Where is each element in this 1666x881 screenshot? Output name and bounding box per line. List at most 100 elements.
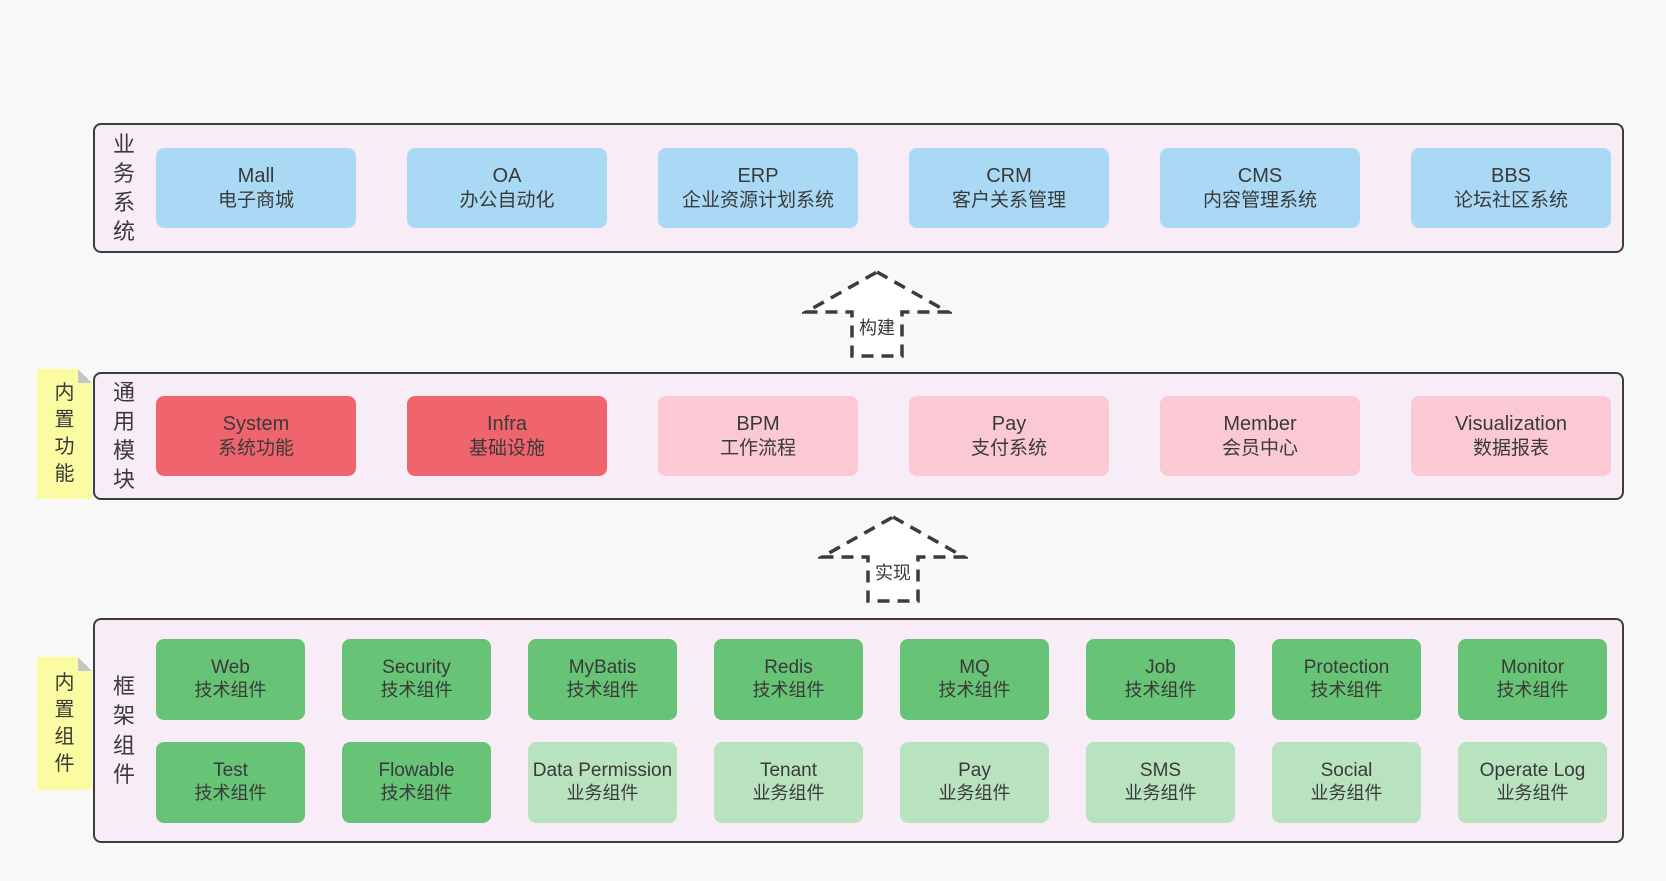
box-security: Security 技术组件 <box>342 639 491 720</box>
box-subtitle: 工作流程 <box>719 437 796 459</box>
box-title: Redis <box>764 656 813 678</box>
box-subtitle: 业务组件 <box>1496 782 1569 803</box>
box-title: CMS <box>1237 164 1283 187</box>
box-subtitle: 论坛社区系统 <box>1453 189 1568 211</box>
box-crm: CRM 客户关系管理 <box>909 148 1109 228</box>
box-job: Job 技术组件 <box>1086 639 1235 720</box>
band-common-modules: 通用模块 System 系统功能 Infra 基础设施 BPM 工作流程 Pay… <box>93 372 1624 500</box>
business-systems-boxes: Mall 电子商城 OA 办公自动化 ERP 企业资源计划系统 CRM 客户关系… <box>156 125 1611 251</box>
box-subtitle: 办公自动化 <box>459 189 555 211</box>
box-subtitle: 技术组件 <box>194 679 267 700</box>
box-subtitle: 内容管理系统 <box>1202 189 1317 211</box>
arrow-label: 实现 <box>875 563 911 583</box>
band-business-systems: 业务系统 Mall 电子商城 OA 办公自动化 ERP 企业资源计划系统 CRM… <box>93 123 1624 253</box>
dashed-up-arrow-icon <box>802 269 952 358</box>
box-title: Protection <box>1303 656 1390 678</box>
box-test: Test 技术组件 <box>156 742 305 823</box>
box-subtitle: 支付系统 <box>970 437 1047 459</box>
box-subtitle: 业务组件 <box>938 782 1011 803</box>
box-title: Security <box>382 656 451 678</box>
band-label-text: 框架组件 <box>112 674 135 787</box>
box-subtitle: 业务组件 <box>1310 782 1383 803</box>
box-title: SMS <box>1139 759 1182 781</box>
box-sms: SMS 业务组件 <box>1086 742 1235 823</box>
box-subtitle: 技术组件 <box>752 679 825 700</box>
box-title: BPM <box>736 412 780 435</box>
build-arrow: 构建 <box>802 268 952 360</box>
sticky-text: 内置功能 <box>54 382 75 485</box>
implement-arrow: 实现 <box>818 513 968 605</box>
box-title: Test <box>213 759 248 781</box>
box-title: Tenant <box>759 759 818 781</box>
box-subtitle: 技术组件 <box>938 679 1011 700</box>
box-pay-component: Pay 业务组件 <box>900 742 1049 823</box>
box-title: System <box>222 412 290 435</box>
box-subtitle: 企业资源计划系统 <box>681 189 834 211</box>
box-subtitle: 技术组件 <box>1124 679 1197 700</box>
box-title: Pay <box>958 759 991 781</box>
box-tenant: Tenant 业务组件 <box>714 742 863 823</box>
box-title: Job <box>1145 656 1176 678</box>
box-title: Data Permission <box>532 759 673 781</box>
box-mybatis: MyBatis 技术组件 <box>528 639 677 720</box>
box-title: MyBatis <box>568 656 637 678</box>
box-operate-log: Operate Log 业务组件 <box>1458 742 1607 823</box>
folded-corner-icon <box>78 657 92 671</box>
box-erp: ERP 企业资源计划系统 <box>658 148 858 228</box>
box-redis: Redis 技术组件 <box>714 639 863 720</box>
box-subtitle: 数据报表 <box>1472 437 1549 459</box>
box-protection: Protection 技术组件 <box>1272 639 1421 720</box>
box-mall: Mall 电子商城 <box>156 148 356 228</box>
box-pay-system: Pay 支付系统 <box>909 396 1109 476</box>
box-subtitle: 技术组件 <box>380 679 453 700</box>
framework-components-boxes: Web 技术组件 Security 技术组件 MyBatis 技术组件 Redi… <box>156 639 1607 823</box>
box-bbs: BBS 论坛社区系统 <box>1411 148 1611 228</box>
box-oa: OA 办公自动化 <box>407 148 607 228</box>
box-subtitle: 系统功能 <box>217 437 294 459</box>
box-web: Web 技术组件 <box>156 639 305 720</box>
box-cms: CMS 内容管理系统 <box>1160 148 1360 228</box>
box-title: Infra <box>486 412 528 435</box>
box-subtitle: 技术组件 <box>1496 679 1569 700</box>
box-subtitle: 技术组件 <box>566 679 639 700</box>
box-title: Flowable <box>378 759 455 781</box>
box-title: Social <box>1320 759 1373 781</box>
common-modules-boxes: System 系统功能 Infra 基础设施 BPM 工作流程 Pay 支付系统… <box>156 374 1611 498</box>
box-title: Mall <box>237 164 275 187</box>
box-title: Web <box>211 656 250 678</box>
band-label-text: 通用模块 <box>112 379 135 493</box>
box-subtitle: 客户关系管理 <box>951 189 1066 211</box>
box-visualization: Visualization 数据报表 <box>1411 396 1611 476</box>
band-label-framework-components: 框架组件 <box>95 620 153 841</box>
band-framework-components: 框架组件 Web 技术组件 Security 技术组件 MyBatis 技术组件… <box>93 618 1624 843</box>
box-subtitle: 业务组件 <box>1124 782 1197 803</box>
box-title: CRM <box>986 164 1032 187</box>
box-subtitle: 会员中心 <box>1221 437 1298 459</box>
box-title: OA <box>492 164 522 187</box>
sticky-built-in-components: 内置组件 <box>37 657 92 790</box>
box-title: MQ <box>959 656 990 678</box>
box-social: Social 业务组件 <box>1272 742 1421 823</box>
band-label-text: 业务系统 <box>112 131 135 245</box>
box-title: BBS <box>1490 164 1532 187</box>
box-title: ERP <box>737 164 779 187</box>
sticky-text: 内置组件 <box>54 671 75 775</box>
box-bpm: BPM 工作流程 <box>658 396 858 476</box>
box-subtitle: 电子商城 <box>217 189 294 211</box>
dashed-up-arrow-icon <box>818 514 968 603</box>
box-mq: MQ 技术组件 <box>900 639 1049 720</box>
box-title: Pay <box>991 412 1027 435</box>
box-subtitle: 业务组件 <box>752 782 825 803</box>
box-title: Visualization <box>1455 412 1567 435</box>
folded-corner-icon <box>78 369 92 383</box>
box-title: Operate Log <box>1479 759 1586 781</box>
box-subtitle: 技术组件 <box>1310 679 1383 700</box>
band-label-common-modules: 通用模块 <box>95 374 153 498</box>
sticky-built-in-features: 内置功能 <box>37 369 92 499</box>
arrow-label: 构建 <box>859 318 895 338</box>
box-data-permission: Data Permission 业务组件 <box>528 742 677 823</box>
box-title: Member <box>1223 412 1297 435</box>
box-subtitle: 技术组件 <box>380 782 453 803</box>
band-label-business-systems: 业务系统 <box>95 125 153 251</box>
